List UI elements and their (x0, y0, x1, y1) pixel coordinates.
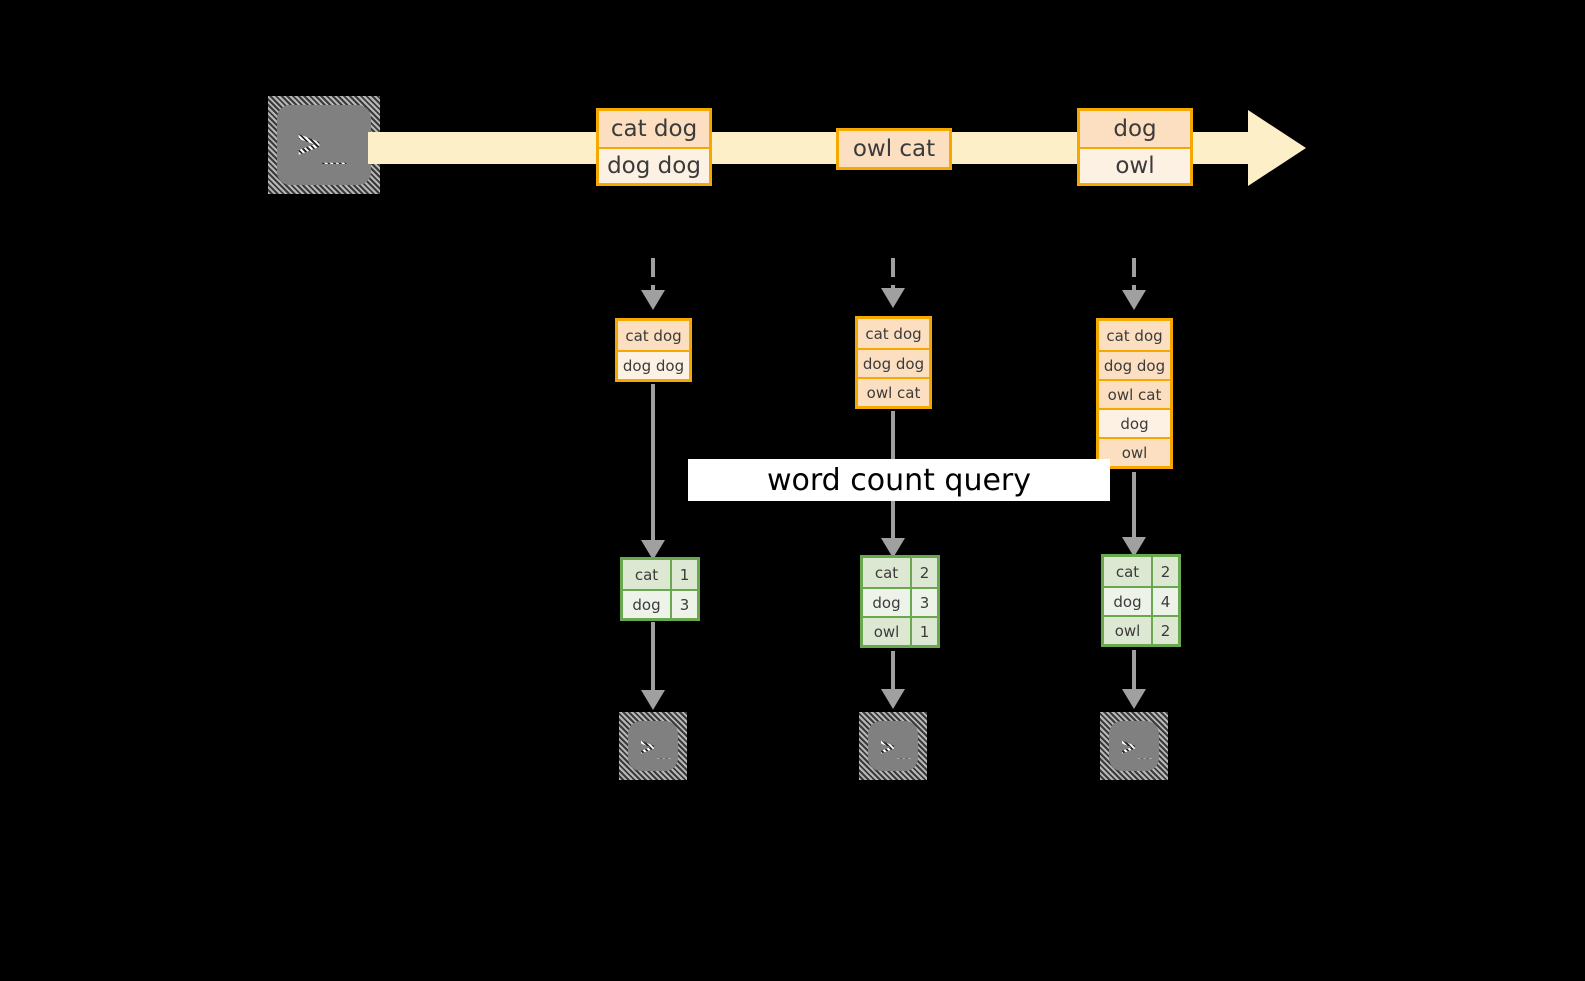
result-word: cat (623, 560, 670, 589)
table-row: cat 2 (863, 558, 937, 587)
terminal-prompt-icon: >_ (1121, 732, 1154, 761)
stream-record-1: cat dog dog dog (596, 108, 712, 186)
dashed-connector-arrowhead-t3 (1122, 290, 1146, 310)
stream-record-line: dog (1080, 111, 1190, 147)
input-stack-line: owl cat (858, 377, 929, 406)
table-row: dog 3 (863, 587, 937, 616)
stream-record-line: dog dog (599, 147, 709, 183)
result-word: owl (863, 618, 910, 645)
input-stack-line: dog (1099, 408, 1170, 437)
terminal-prompt-icon: >_ (880, 732, 913, 761)
query-connector-t1 (651, 384, 655, 544)
terminal-prompt-icon: >_ (640, 732, 673, 761)
sink-connector-arrowhead-t2 (881, 689, 905, 709)
dashed-connector-arrowhead-t1 (641, 290, 665, 310)
query-label-banner: word count query (688, 459, 1110, 501)
query-connector-arrowhead-t3 (1122, 537, 1146, 557)
result-table-t2: cat 2 dog 3 owl 1 (860, 555, 940, 648)
input-stack-line: owl (1099, 437, 1170, 466)
sink-terminal-t1: >_ (619, 712, 687, 780)
result-word: owl (1104, 617, 1151, 644)
source-terminal: >_ (268, 96, 380, 194)
stream-record-line: cat dog (599, 111, 709, 147)
table-row: dog 3 (623, 589, 697, 618)
input-stack-line: dog dog (858, 348, 929, 377)
table-row: cat 2 (1104, 557, 1178, 586)
result-count: 1 (910, 618, 937, 645)
dashed-connector-t1 (651, 258, 655, 292)
table-row: owl 1 (863, 616, 937, 645)
input-stack-t2: cat dog dog dog owl cat (855, 316, 932, 409)
terminal-screen: >_ (1109, 721, 1159, 771)
input-stack-line: dog dog (1099, 350, 1170, 379)
query-connector-arrowhead-t2 (881, 538, 905, 558)
result-word: cat (1104, 557, 1151, 586)
input-stack-t3: cat dog dog dog owl cat dog owl (1096, 318, 1173, 469)
terminal-screen: >_ (628, 721, 678, 771)
stream-record-line: owl (1080, 147, 1190, 183)
result-count: 3 (910, 589, 937, 616)
sink-terminal-t2: >_ (859, 712, 927, 780)
table-row: dog 4 (1104, 586, 1178, 615)
input-stack-line: owl cat (1099, 379, 1170, 408)
result-count: 2 (1151, 617, 1178, 644)
sink-connector-arrowhead-t1 (641, 690, 665, 710)
table-row: cat 1 (623, 560, 697, 589)
table-row: owl 2 (1104, 615, 1178, 644)
query-connector-t3 (1132, 472, 1136, 542)
input-stack-line: cat dog (1099, 321, 1170, 350)
input-stack-line: cat dog (858, 319, 929, 348)
result-count: 3 (670, 591, 697, 618)
result-count: 2 (1151, 557, 1178, 586)
stream-record-3: dog owl (1077, 108, 1193, 186)
dashed-connector-arrowhead-t2 (881, 288, 905, 308)
result-word: dog (863, 589, 910, 616)
stream-record-line: owl cat (839, 131, 949, 167)
terminal-screen: >_ (868, 721, 918, 771)
result-table-t3: cat 2 dog 4 owl 2 (1101, 554, 1181, 647)
sink-connector-t3 (1132, 650, 1136, 693)
input-stack-line: dog dog (618, 350, 689, 379)
stream-record-2: owl cat (836, 128, 952, 170)
result-word: cat (863, 558, 910, 587)
sink-connector-arrowhead-t3 (1122, 689, 1146, 709)
sink-terminal-t3: >_ (1100, 712, 1168, 780)
query-connector-arrowhead-t1 (641, 540, 665, 560)
input-stack-line: cat dog (618, 321, 689, 350)
result-table-t1: cat 1 dog 3 (620, 557, 700, 621)
terminal-screen: >_ (277, 105, 371, 185)
dashed-connector-t3 (1132, 258, 1136, 292)
sink-connector-t2 (891, 651, 895, 693)
result-word: dog (623, 591, 670, 618)
terminal-prompt-icon: >_ (297, 121, 348, 167)
result-count: 1 (670, 560, 697, 589)
dashed-connector-t2 (891, 258, 895, 290)
sink-connector-t1 (651, 622, 655, 694)
result-count: 4 (1151, 588, 1178, 615)
input-stack-t1: cat dog dog dog (615, 318, 692, 382)
result-word: dog (1104, 588, 1151, 615)
result-count: 2 (910, 558, 937, 587)
